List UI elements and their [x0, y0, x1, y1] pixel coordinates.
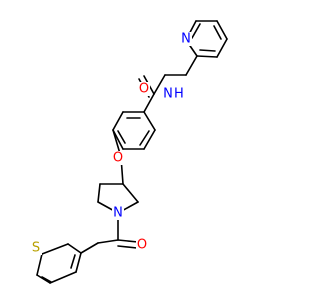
atom-label-hydrogen: H — [174, 87, 184, 102]
atom-amide-carbonyl-oxygen: O — [138, 82, 150, 97]
atom-ether-oxygen: O — [112, 151, 124, 166]
molecule-structure: N O N H O N O S — [30, 20, 228, 284]
label-background — [112, 206, 124, 220]
bond — [143, 111, 156, 131]
bond — [41, 243, 69, 255]
bond — [185, 55, 198, 76]
label-background — [163, 87, 188, 101]
label-background — [30, 241, 42, 255]
atom-thiophene-carbonyl-oxygen: O — [136, 238, 148, 253]
atom-label: O — [137, 238, 147, 253]
atom-piperidine-nitrogen: N — [112, 206, 124, 221]
bond — [117, 239, 139, 243]
bond — [139, 130, 150, 146]
bond — [41, 276, 52, 283]
bond — [122, 183, 139, 203]
bond — [112, 111, 124, 131]
bond — [216, 20, 228, 40]
bond — [143, 93, 155, 113]
bond — [75, 252, 82, 273]
atom-label: N — [163, 87, 173, 102]
label-background — [181, 32, 192, 46]
atom-label: O — [139, 82, 149, 97]
bond — [97, 183, 101, 203]
bond — [36, 274, 51, 284]
bond — [117, 130, 126, 144]
bond — [117, 245, 138, 249]
bond — [216, 38, 228, 58]
bond — [67, 243, 82, 254]
label-background — [112, 151, 124, 165]
atom-labels: N O N H O N O S — [30, 32, 192, 256]
atom-thiophene-sulfur: S — [30, 241, 42, 256]
atom-label: N — [181, 32, 191, 47]
label-background — [136, 238, 148, 252]
bond — [196, 55, 218, 58]
bond — [153, 74, 166, 95]
atom-amide-nitrogen: N H — [163, 87, 188, 102]
bond — [97, 239, 119, 244]
bonds — [36, 20, 228, 284]
bond — [143, 129, 156, 150]
bond — [213, 25, 222, 40]
atom-label: N — [113, 206, 123, 221]
bond — [36, 253, 43, 276]
bond — [49, 271, 77, 284]
bond — [191, 23, 201, 39]
bond — [80, 242, 99, 254]
bond — [199, 49, 216, 52]
label-background — [138, 82, 150, 96]
bond — [70, 254, 76, 269]
atom-pyridine-nitrogen: N — [181, 32, 192, 47]
atom-label: S — [32, 241, 40, 256]
atom-label: O — [113, 151, 123, 166]
